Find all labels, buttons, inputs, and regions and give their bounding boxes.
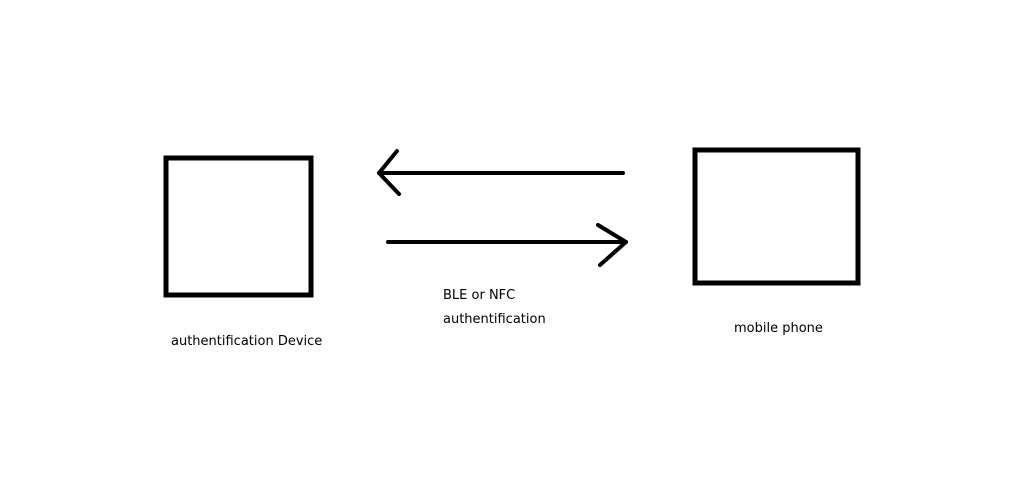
authentification-device-box [163, 155, 314, 298]
link-purpose-label: authentification [443, 312, 546, 327]
link-protocol-label: BLE or NFC [443, 288, 516, 303]
mobile-phone-box [692, 147, 861, 286]
authentification-device-label: authentification Device [171, 334, 323, 349]
arrow-to-phone-head [596, 223, 628, 267]
arrow-to-device-head [377, 149, 401, 196]
mobile-phone-label: mobile phone [734, 321, 823, 336]
arrow-to-phone [386, 223, 628, 267]
arrow-to-device [377, 149, 625, 196]
